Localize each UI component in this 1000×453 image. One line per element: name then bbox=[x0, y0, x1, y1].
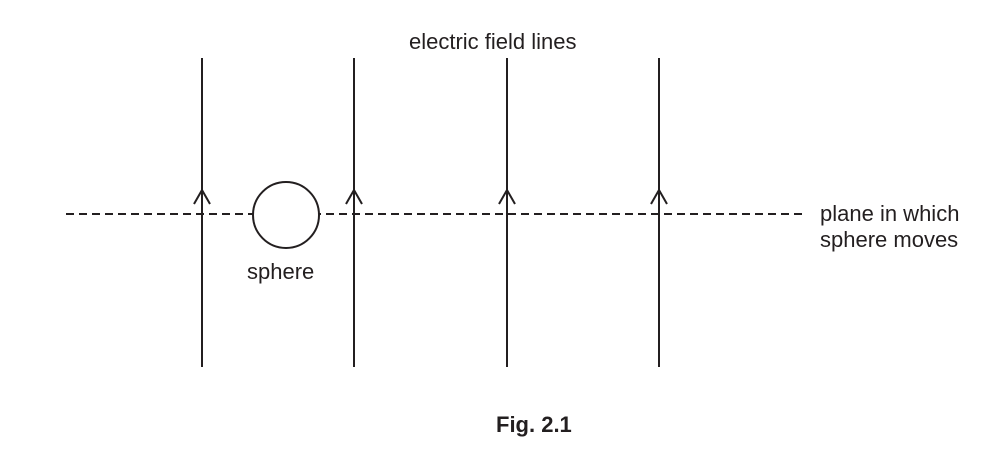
field-line-2 bbox=[345, 58, 363, 367]
arrow-up-icon bbox=[650, 187, 668, 205]
plane-label-line-2: sphere moves bbox=[820, 227, 959, 252]
field-line-4 bbox=[650, 58, 668, 367]
plane-label-line-1: plane in which bbox=[820, 201, 960, 226]
field-line-3 bbox=[498, 58, 516, 367]
figure-caption: Fig. 2.1 bbox=[496, 412, 572, 437]
arrow-up-icon bbox=[498, 187, 516, 205]
sphere-circle bbox=[252, 181, 320, 249]
sphere-label: sphere bbox=[247, 259, 315, 284]
plane-label: plane in which sphere moves bbox=[820, 201, 959, 253]
arrow-up-icon bbox=[193, 187, 211, 205]
field-lines-label: electric field lines bbox=[409, 29, 577, 54]
arrow-up-icon bbox=[345, 187, 363, 205]
field-line-1 bbox=[193, 58, 211, 367]
